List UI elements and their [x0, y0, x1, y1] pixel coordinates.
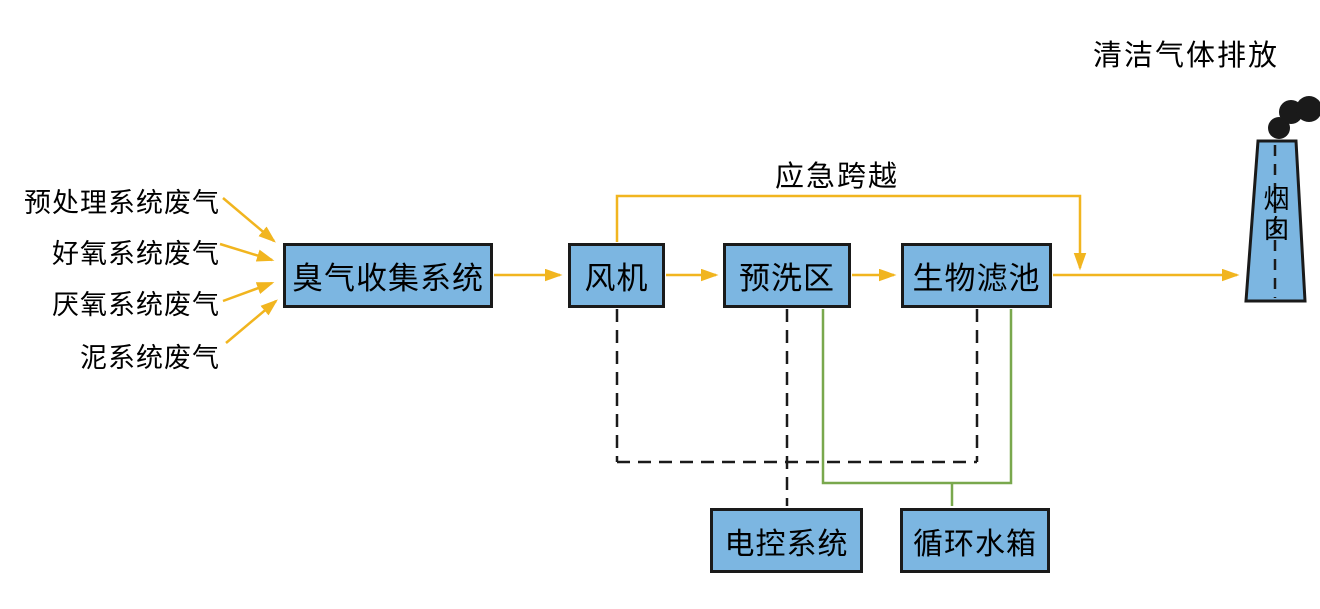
input-label-aerobic: 好氧系统废气 [52, 239, 220, 270]
bypass-line [615, 194, 1087, 271]
flow-arrow-input-4 [225, 299, 278, 344]
water-lines [821, 309, 1013, 506]
main-flow-arrows [494, 194, 1240, 282]
chimney-shape [1244, 139, 1307, 303]
flow-arrow-input-3 [222, 281, 275, 303]
control-signal-lines [615, 309, 979, 506]
node-biofilter: 生物滤池 [901, 243, 1052, 308]
flow-arrow-input-1 [222, 197, 276, 243]
input-label-anaerobic: 厌氧系统废气 [52, 290, 220, 321]
water-line-loop [821, 309, 1013, 485]
smoke-icon [1268, 96, 1320, 139]
node-fan: 风机 [568, 243, 665, 308]
chimney-label: 烟囱 [1259, 185, 1289, 245]
input-flow-arrows [219, 197, 278, 344]
clean-gas-outlet-label: 清洁气体排放 [1092, 38, 1279, 72]
node-electric-control-system: 电控系统 [710, 508, 863, 573]
input-label-sludge: 泥系统废气 [80, 343, 220, 374]
flow-arrow-input-2 [219, 242, 275, 262]
node-prewash-zone: 预洗区 [723, 243, 851, 308]
node-circulating-water-tank: 循环水箱 [900, 508, 1050, 573]
bypass-label: 应急跨越 [774, 159, 899, 193]
node-odor-collection-system: 臭气收集系统 [283, 243, 493, 308]
input-label-pretreatment: 预处理系统废气 [24, 188, 220, 219]
